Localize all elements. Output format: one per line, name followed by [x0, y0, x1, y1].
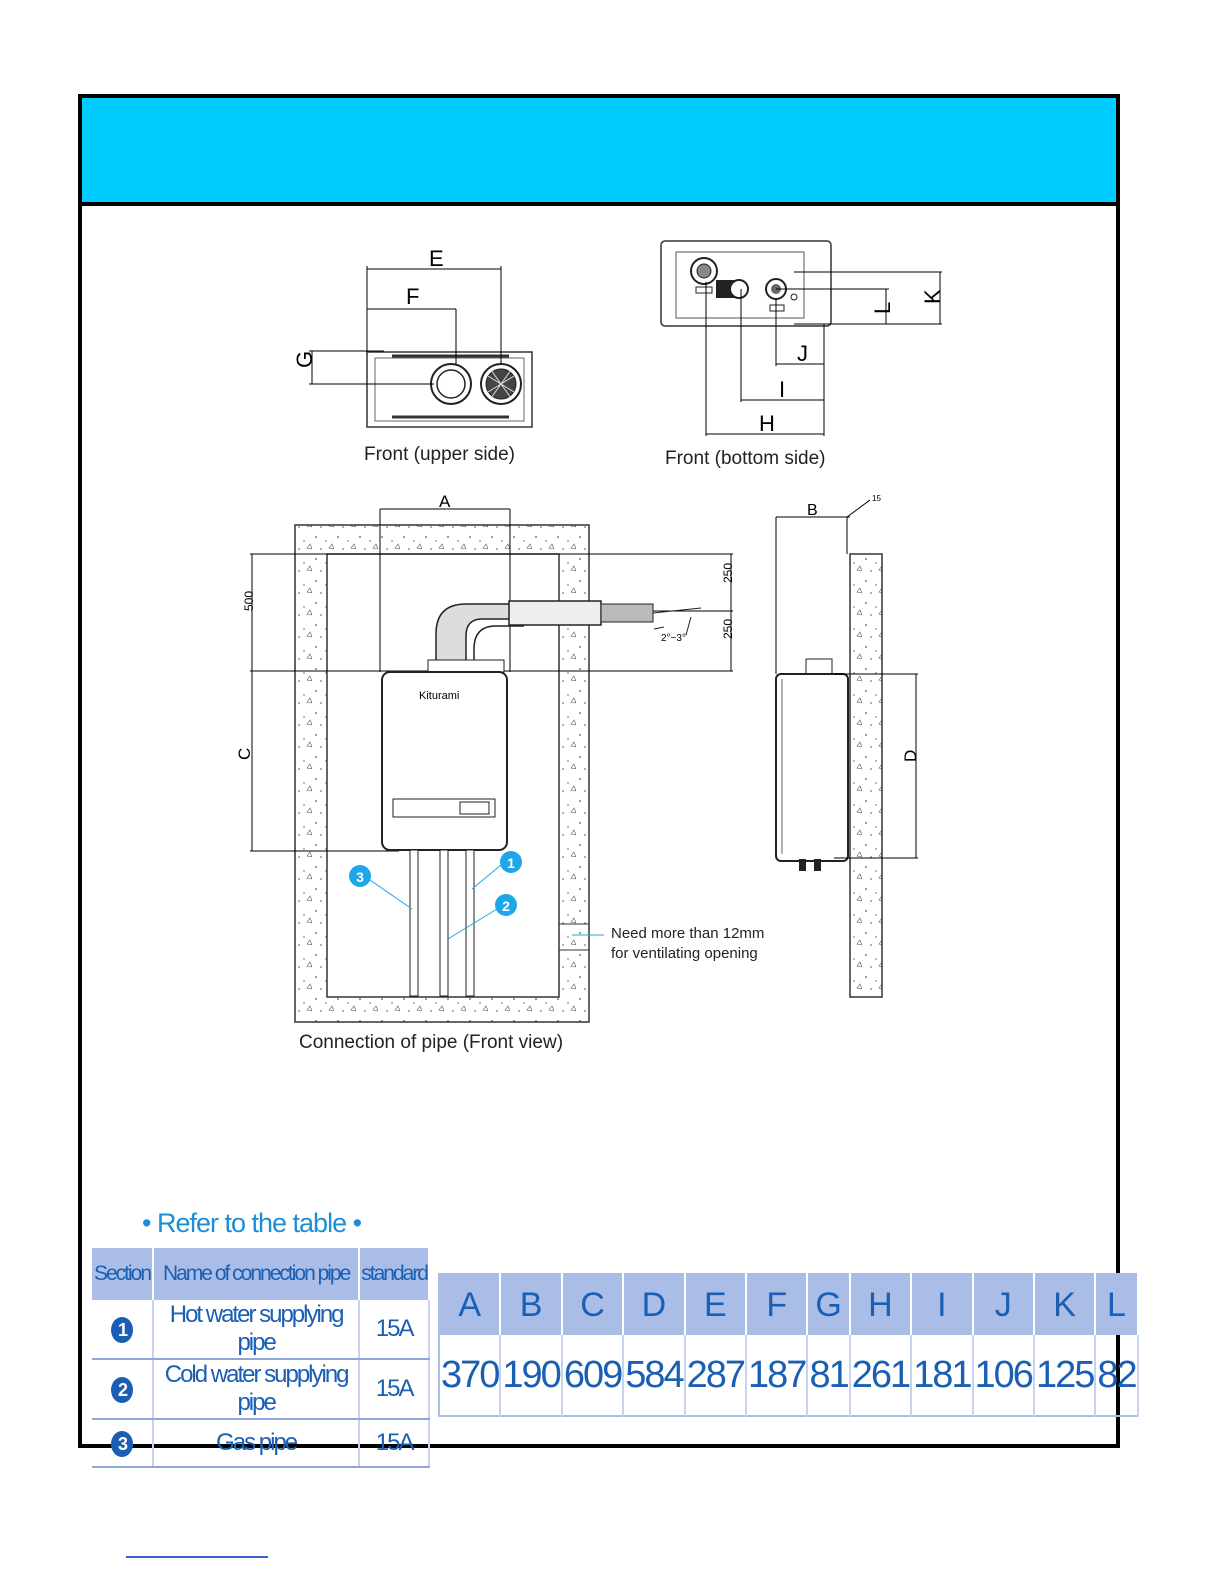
table-row: 3 Gas pipe 15A: [92, 1419, 430, 1468]
dim-value: 181: [911, 1335, 974, 1416]
dim-value: 187: [746, 1335, 809, 1416]
table-row: 2 Cold water supplying pipe 15A: [92, 1359, 430, 1420]
callout-2: 2: [502, 898, 510, 914]
upper-side-view: E F G Front (upper side): [292, 246, 533, 465]
section-cell: 3: [92, 1419, 154, 1468]
dim-value: 370: [439, 1335, 502, 1416]
pipe-name-cell: Gas pipe: [153, 1419, 361, 1468]
header-band: [82, 98, 1116, 206]
angle-label: 2°~3°: [661, 633, 686, 644]
dim-header: J: [972, 1274, 1035, 1335]
standard-cell: 15A: [359, 1359, 430, 1420]
section-cell: 1: [92, 1300, 154, 1360]
callout-3: 3: [356, 869, 364, 885]
dim-label-k: K: [920, 289, 945, 304]
dim-label-f: F: [406, 284, 419, 309]
bottom-side-view: J I H L K Front (bottom side): [660, 240, 945, 469]
front-view-caption: Connection of pipe (Front view): [299, 1032, 563, 1053]
upper-side-caption: Front (upper side): [364, 444, 515, 465]
dim-value: 609: [561, 1335, 625, 1416]
dim-label-h: H: [759, 411, 775, 436]
footer-link-underline[interactable]: [126, 1556, 268, 1558]
dim-header: L: [1095, 1274, 1139, 1335]
dim-label-l: L: [870, 302, 895, 314]
callout-1: 1: [507, 855, 515, 871]
dim-header: E: [684, 1274, 748, 1335]
pipe-name-cell: Hot water supplying pipe: [153, 1300, 361, 1360]
pipe-name-cell: Cold water supplying pipe: [153, 1359, 361, 1420]
dim-label-250-top: 250: [721, 563, 735, 583]
dim-header: G: [807, 1274, 851, 1335]
dim-value: 125: [1033, 1335, 1097, 1416]
table-header-row: Section Name of connection pipe standard: [92, 1248, 430, 1300]
header-section: Section: [92, 1248, 154, 1300]
dim-label-g: G: [292, 351, 317, 368]
refer-table-title: • Refer to the table •: [142, 1208, 362, 1238]
dim-label-i: I: [779, 377, 785, 402]
dim-value: 81: [807, 1335, 851, 1416]
standard-cell: 15A: [359, 1300, 430, 1360]
table-row: 1 Hot water supplying pipe 15A: [92, 1300, 430, 1360]
dim-header: I: [911, 1274, 974, 1335]
dim-header: C: [561, 1274, 625, 1335]
section-cell: 2: [92, 1359, 154, 1420]
standard-cell: 15A: [359, 1419, 430, 1468]
section-bullet: 1: [111, 1317, 133, 1343]
dim-label-15: 15: [872, 494, 881, 503]
dim-label-250-bottom: 250: [721, 619, 735, 639]
dim-header: A: [439, 1274, 502, 1335]
dim-label-c: C: [235, 748, 254, 760]
front-view: A 500 250 250 C 2°~3° Kiturami: [235, 492, 764, 1053]
page-frame: E F G Front (upper side): [78, 94, 1139, 1468]
dim-value: 287: [684, 1335, 748, 1416]
dim-header: K: [1033, 1274, 1097, 1335]
dim-value: 584: [623, 1335, 686, 1416]
dim-value: 82: [1095, 1335, 1139, 1416]
dim-value: 190: [500, 1335, 563, 1416]
bottom-side-caption: Front (bottom side): [665, 448, 826, 469]
dim-header: F: [746, 1274, 809, 1335]
dim-label-b: B: [807, 502, 818, 519]
dim-header: D: [623, 1274, 686, 1335]
dim-label-j: J: [797, 341, 808, 366]
header-standard: standard: [359, 1248, 430, 1300]
ventilation-note-line1: Need more than 12mm: [611, 925, 764, 942]
dim-label-500: 500: [242, 591, 256, 611]
brand-label: Kiturami: [419, 690, 459, 702]
dim-label-e: E: [429, 246, 444, 271]
connection-pipe-table: Section Name of connection pipe standard…: [92, 1248, 430, 1468]
header-pipe-name: Name of connection pipe: [153, 1248, 361, 1300]
dim-header: H: [849, 1274, 913, 1335]
installation-diagram: E F G Front (upper side): [235, 240, 945, 1053]
section-bullet: 2: [111, 1377, 133, 1403]
dim-value: 261: [849, 1335, 913, 1416]
section-bullet: 3: [111, 1431, 133, 1457]
dim-header: B: [500, 1274, 563, 1335]
dim-label-a: A: [439, 492, 451, 511]
dim-label-d: D: [901, 750, 920, 762]
dim-value: 106: [972, 1335, 1035, 1416]
dimension-table: A B C D E F G H I J K L 370 190 609 584 …: [438, 1273, 1139, 1417]
side-view: B 15 D: [775, 494, 920, 998]
ventilation-note-line2: for ventilating opening: [611, 945, 758, 962]
dimension-header-row: A B C D E F G H I J K L: [439, 1274, 1139, 1335]
dimension-value-row: 370 190 609 584 287 187 81 261 181 106 1…: [439, 1335, 1139, 1416]
